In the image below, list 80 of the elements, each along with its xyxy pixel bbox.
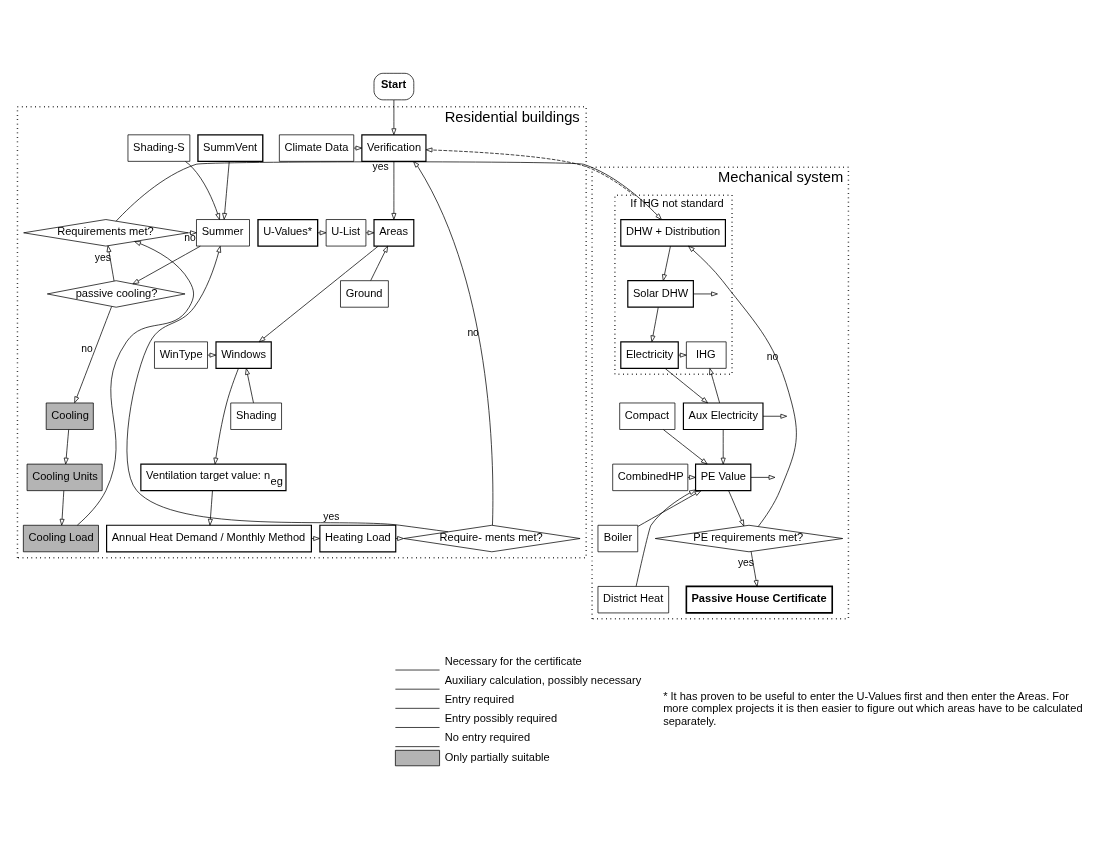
edge-label: yes: [737, 557, 754, 569]
arrow: [391, 99, 397, 135]
arrow: [637, 490, 702, 527]
arrow: [370, 245, 389, 281]
node-box: Summer: [196, 219, 250, 247]
legend-label: Auxiliary calculation, possibly necessary: [444, 674, 642, 687]
legend-label: Only partially suitable: [444, 750, 550, 763]
edge-label: no: [467, 326, 479, 338]
arrow: [115, 161, 662, 222]
arrow: [207, 352, 217, 358]
legend-label: Necessary for the certificate: [444, 654, 582, 667]
arrow: [106, 245, 115, 282]
arrow: [126, 245, 449, 533]
arrow: [185, 161, 221, 220]
arrow: [693, 291, 718, 297]
edge-label: yes: [94, 251, 111, 263]
node-box: Cooling Load: [23, 524, 99, 553]
arrow: [662, 245, 671, 281]
node-box: Cooling: [45, 402, 94, 430]
arrow: [650, 306, 659, 343]
legend-label: No entry required: [444, 731, 531, 744]
arrow: [391, 161, 397, 220]
arrow: [74, 306, 112, 404]
arrow: [187, 230, 197, 236]
edge-label: no: [766, 351, 779, 363]
node-box: WinType: [154, 341, 208, 369]
node-box: District Heat: [597, 586, 670, 614]
arrow: [413, 161, 494, 526]
arrow: [365, 230, 375, 236]
node-box: Compact: [619, 402, 676, 430]
arrow: [664, 368, 708, 404]
node-box: Verification: [361, 134, 427, 162]
legend-label: Entry required: [444, 693, 515, 706]
node-box: SummVent: [197, 134, 264, 162]
arrow: [63, 429, 70, 465]
arrow: [353, 145, 363, 151]
node-box: Cooling Units: [26, 463, 103, 491]
node-box: Ground: [340, 280, 389, 308]
node-box: IHG: [686, 341, 727, 369]
arrow: [425, 147, 635, 196]
arrow: [728, 490, 745, 527]
arrow: [132, 245, 201, 285]
edge-label: yes: [323, 510, 340, 522]
arrow: [59, 490, 65, 526]
arrow: [245, 368, 254, 404]
node-box: DHW + Distribution: [620, 218, 726, 247]
arrow: [720, 429, 726, 465]
node-box: Shading: [230, 402, 282, 430]
legend-label: Entry possibly required: [444, 712, 558, 725]
arrow: [677, 352, 687, 358]
node-diamond: Require- ments met?: [403, 524, 581, 553]
node-box: Windows: [215, 341, 272, 369]
arrow: [750, 474, 776, 480]
node-box: Solar DHW: [627, 280, 694, 308]
arrow: [222, 161, 230, 220]
node-box: Passive House Certificate: [685, 585, 834, 614]
arrow: [687, 474, 696, 480]
edge-label: yes: [372, 161, 389, 173]
node-box: Shading-S: [127, 134, 191, 162]
node-box: Start: [373, 72, 415, 101]
node-box: PE Value: [695, 463, 752, 492]
arrow: [213, 368, 239, 465]
node-box: Boiler: [597, 524, 639, 553]
arrow: [395, 536, 404, 541]
arrow: [663, 429, 708, 465]
node-box: Aux Electricity: [682, 402, 764, 431]
label: * It has proven to be useful to enter the U-Values first and then enter the Areas. For more complex projects it is then easier to figure out which areas have to be calculated separately.: [663, 689, 1083, 727]
edge-label: no: [184, 232, 196, 244]
arrow: [76, 241, 194, 526]
arrow: [258, 245, 379, 343]
arrow: [750, 551, 759, 587]
arrow: [635, 489, 696, 587]
arrow: [762, 413, 788, 419]
edge-label: no: [81, 342, 93, 354]
arrow: [688, 245, 797, 527]
arrow: [709, 368, 720, 404]
node-diamond: PE requirements met?: [654, 524, 844, 553]
arrow: [311, 536, 320, 541]
node-box: Areas: [373, 218, 415, 247]
arrow: [207, 490, 213, 526]
